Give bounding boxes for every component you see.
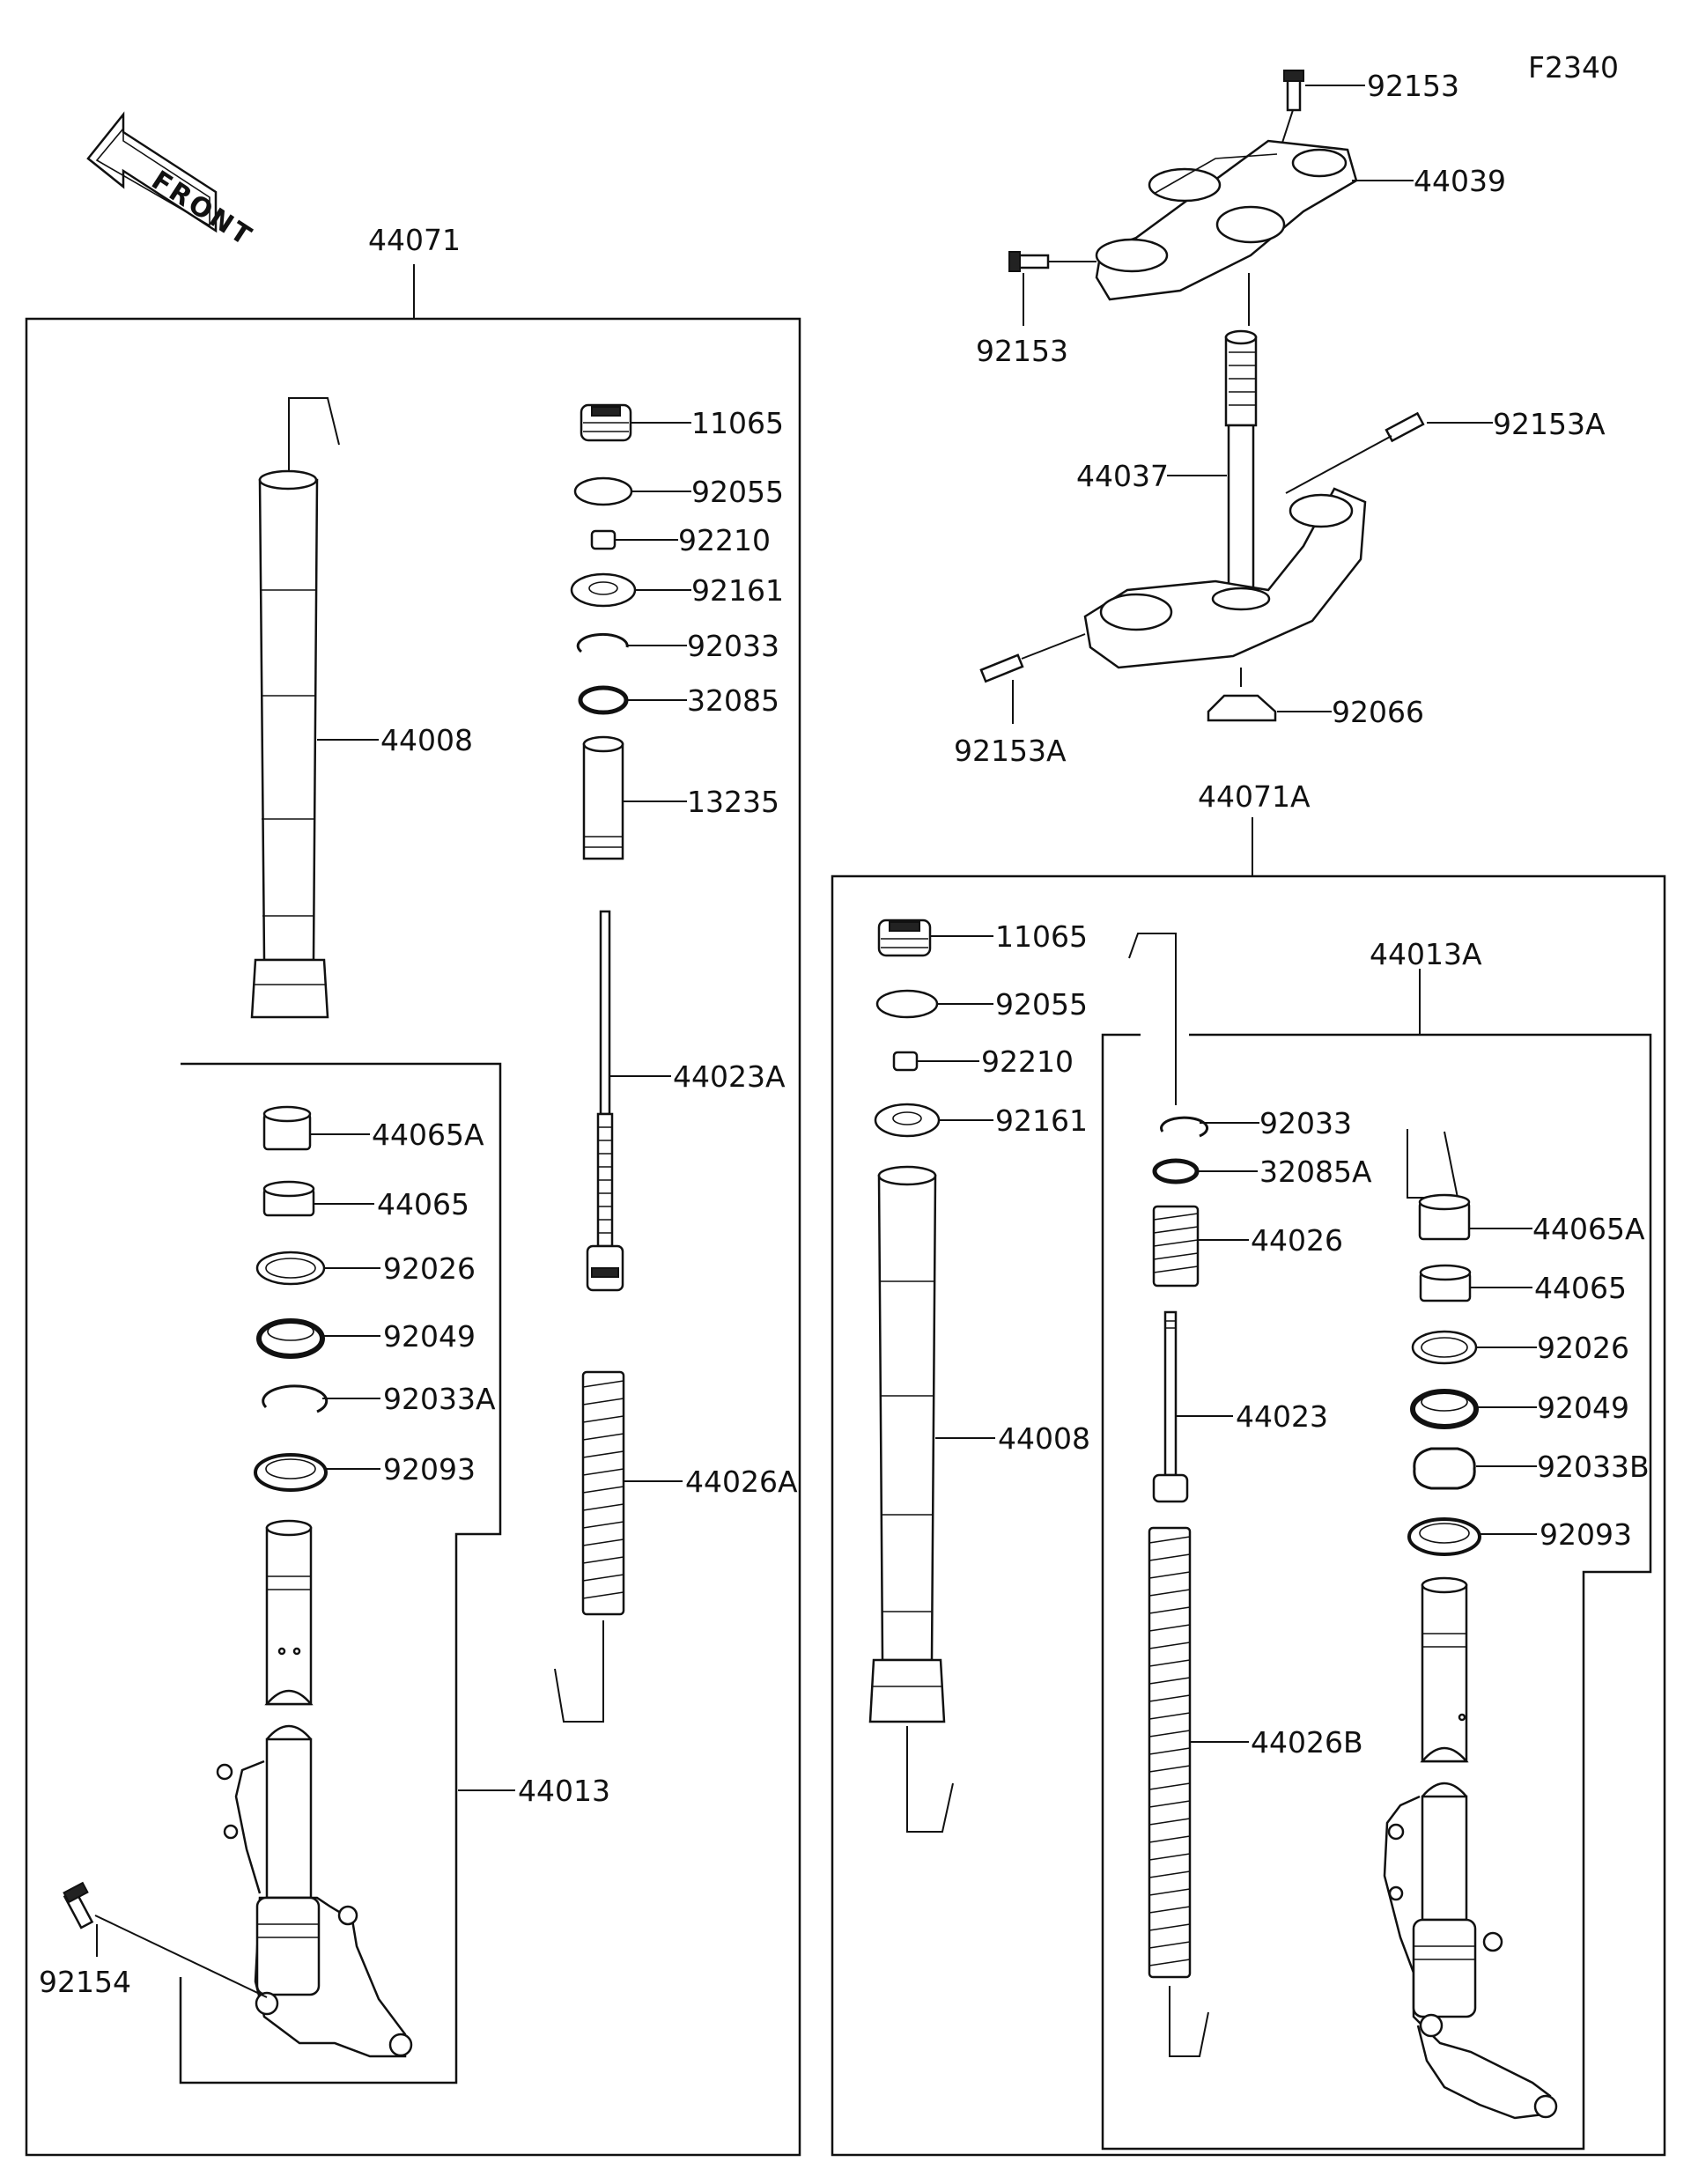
assembly-44013A-box bbox=[1101, 969, 1652, 2151]
label-R-bush-44065: 44065 bbox=[1534, 1271, 1627, 1305]
front-arrow-label: FRONT bbox=[146, 165, 259, 253]
label-bolt-92153-left: 92153 bbox=[976, 334, 1068, 368]
left-bush-44065 bbox=[262, 1180, 315, 1217]
left-inner-tube bbox=[264, 1519, 314, 1900]
left-axle-bolt-92154 bbox=[63, 1881, 94, 1929]
label-R-cap-11065: 11065 bbox=[995, 919, 1088, 954]
right-oil-seal-92049 bbox=[1410, 1389, 1479, 1429]
assembly-44071A-box bbox=[831, 817, 1666, 2157]
left-outer-tube-44008 bbox=[250, 397, 340, 1019]
top-triple-clamp bbox=[1095, 139, 1358, 301]
label-L-dust-seal-92093: 92093 bbox=[383, 1452, 476, 1487]
label-R-circlip-92033B: 92033B bbox=[1537, 1450, 1650, 1484]
label-L-oil-seal-92049: 92049 bbox=[383, 1319, 476, 1354]
left-pipe-13235 bbox=[582, 735, 624, 860]
right-axle-bracket bbox=[1383, 1795, 1558, 2120]
label-L-pipe-13235: 13235 bbox=[687, 785, 779, 819]
label-L-spring-44026A: 44026A bbox=[685, 1465, 798, 1499]
left-rod-44023A bbox=[586, 910, 624, 1292]
label-R-bush-44065A: 44065A bbox=[1532, 1212, 1645, 1246]
label-L-rod-44023A: 44023A bbox=[673, 1059, 786, 1094]
label-seal-92066: 92066 bbox=[1332, 695, 1424, 729]
label-assy-44013: 44013 bbox=[518, 1774, 610, 1808]
label-L-nut-92210: 92210 bbox=[678, 523, 771, 557]
label-R-dust-seal-92093: 92093 bbox=[1540, 1517, 1632, 1552]
right-stack-leader bbox=[1128, 933, 1177, 1105]
label-L-outer-tube-44008: 44008 bbox=[380, 723, 473, 757]
label-R-oring-92055: 92055 bbox=[995, 987, 1088, 1022]
right-inner-tube bbox=[1420, 1576, 1469, 1922]
label-L-washer-92026: 92026 bbox=[383, 1251, 476, 1286]
label-R-nut-92210: 92210 bbox=[981, 1044, 1074, 1079]
right-spring-44026B bbox=[1148, 1526, 1209, 2057]
bolt-92153A-left bbox=[979, 653, 1024, 683]
label-R-rod-44023: 44023 bbox=[1236, 1399, 1328, 1434]
diagram-code: F2340 bbox=[1528, 50, 1619, 85]
right-dust-seal-92093 bbox=[1407, 1517, 1481, 1556]
assembly-44013-box bbox=[179, 1062, 502, 2084]
right-washer-92026 bbox=[1411, 1330, 1478, 1365]
left-nut-92210 bbox=[590, 529, 617, 550]
right-circlip-92033 bbox=[1160, 1116, 1209, 1138]
right-bush-44065 bbox=[1419, 1264, 1472, 1302]
label-L-bush-44065: 44065 bbox=[377, 1187, 469, 1221]
label-L-circlip-92033A: 92033A bbox=[383, 1382, 496, 1416]
label-assy-44071: 44071 bbox=[368, 223, 461, 257]
assembly-44071-box bbox=[25, 264, 801, 2157]
label-R-washer-92026: 92026 bbox=[1537, 1331, 1629, 1365]
front-arrow-icon: FRONT bbox=[86, 111, 259, 253]
label-R-ring-32085A: 32085A bbox=[1259, 1155, 1372, 1189]
left-oil-seal-92049 bbox=[256, 1318, 325, 1359]
label-L-circlip-92033: 92033 bbox=[687, 629, 779, 663]
label-bolt-92153-top: 92153 bbox=[1367, 69, 1459, 103]
stem-seal-92066 bbox=[1207, 668, 1277, 722]
right-washer-92161 bbox=[874, 1103, 941, 1138]
left-bush-44065A bbox=[262, 1105, 312, 1151]
label-L-axle-bolt-92154: 92154 bbox=[39, 1965, 131, 1999]
label-bolt-92153A-right: 92153A bbox=[1493, 407, 1606, 441]
left-oring-92055 bbox=[573, 476, 633, 506]
steering-stem bbox=[1224, 273, 1258, 608]
label-R-washer-92161: 92161 bbox=[995, 1103, 1088, 1138]
left-ring-32085 bbox=[578, 685, 629, 715]
left-dust-seal-92093 bbox=[254, 1453, 328, 1492]
label-L-bush-44065A: 44065A bbox=[372, 1118, 484, 1152]
left-cap-11065 bbox=[580, 403, 632, 442]
label-clamp-44039: 44039 bbox=[1414, 164, 1506, 198]
right-rod-44023 bbox=[1152, 1310, 1189, 1503]
right-oring-92055 bbox=[875, 989, 939, 1019]
right-nut-92210 bbox=[892, 1051, 919, 1072]
label-stem-44037: 44037 bbox=[1076, 459, 1169, 493]
left-washer-92161 bbox=[570, 572, 637, 608]
label-L-washer-92161: 92161 bbox=[691, 573, 784, 608]
label-R-circlip-92033: 92033 bbox=[1259, 1106, 1352, 1140]
label-L-ring-32085: 32085 bbox=[687, 683, 779, 718]
label-R-oil-seal-92049: 92049 bbox=[1537, 1391, 1629, 1425]
left-circlip-92033A bbox=[262, 1384, 329, 1413]
label-bolt-92153A-left: 92153A bbox=[954, 734, 1067, 768]
left-axle-bracket bbox=[216, 1760, 413, 2058]
right-outer-tube-44008 bbox=[868, 1165, 954, 1833]
right-cap-11065 bbox=[877, 919, 932, 957]
right-inner-leader bbox=[1407, 1129, 1459, 1199]
label-L-cap-11065: 11065 bbox=[691, 406, 784, 440]
bolt-92153-top bbox=[1283, 70, 1304, 112]
bolt-92153-left bbox=[1008, 251, 1050, 272]
left-washer-92026 bbox=[255, 1251, 326, 1286]
label-R-spring-44026B: 44026B bbox=[1251, 1725, 1363, 1760]
label-R-short-spring-44026: 44026 bbox=[1251, 1223, 1343, 1258]
right-bush-44065A bbox=[1418, 1193, 1471, 1241]
label-assy-44071A: 44071A bbox=[1198, 779, 1311, 814]
label-R-outer-tube-44008: 44008 bbox=[998, 1421, 1090, 1456]
left-spring-44026A bbox=[554, 1370, 625, 1723]
right-ring-32085A bbox=[1152, 1158, 1200, 1184]
right-short-spring-44026 bbox=[1152, 1205, 1200, 1288]
right-circlip-92033B bbox=[1413, 1447, 1476, 1490]
label-assy-44013A: 44013A bbox=[1370, 937, 1482, 971]
label-L-oring-92055: 92055 bbox=[691, 475, 784, 509]
bolt-92153A-right bbox=[1385, 411, 1425, 443]
bottom-triple-clamp bbox=[1083, 487, 1367, 669]
left-circlip-92033 bbox=[576, 632, 629, 653]
